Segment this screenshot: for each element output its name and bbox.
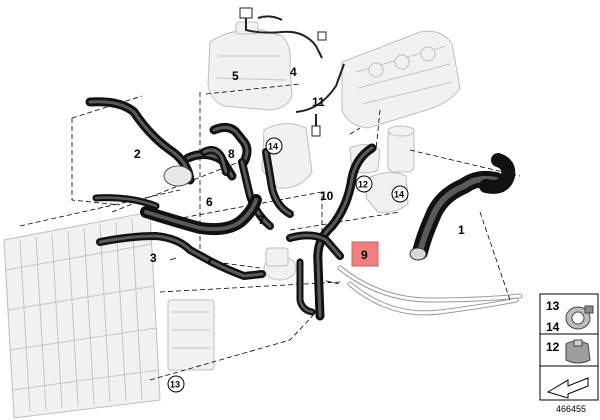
callout-5: 5 [232,69,239,83]
hose-8 [200,122,252,176]
callout-3: 3 [150,251,157,265]
callout-8: 8 [228,147,235,161]
legend-label-14: 14 [546,320,560,334]
callout-9: 9 [361,248,368,262]
svg-text:13: 13 [170,380,180,390]
hose-10 [286,143,377,321]
callout-11: 11 [312,95,325,109]
svg-text:14: 14 [268,142,278,152]
callout-7: 7 [258,213,265,227]
legend-label-13: 13 [546,299,560,313]
clamp-icon [565,305,594,330]
callout-9-highlight: 9 [351,241,379,267]
callout-4: 4 [290,65,297,79]
hose-4 [239,7,327,59]
svg-text:12: 12 [358,180,368,190]
expansion-tank [207,21,293,111]
coolant-pipe [337,265,523,316]
arrow-icon [546,377,589,399]
legend-label-12: 12 [546,340,560,354]
legend-panel: 13 14 12 [539,293,599,401]
circle-callout-13: 13 [167,375,185,393]
auxiliary-radiator [167,299,215,371]
thermostat-housing [261,123,409,213]
oil-filter-housing [387,125,415,173]
callout-6: 6 [206,195,213,209]
hose-6 [92,194,262,236]
hose-clip-icon [565,339,591,364]
electric-pump [263,247,297,281]
circle-callout-12: 12 [355,175,373,193]
hose-1 [409,153,516,261]
radiator [3,211,161,419]
circle-callout-14-b: 14 [391,185,409,203]
hose-3 [96,232,266,280]
intake-manifold [341,30,461,129]
diagram-number: 466455 [556,404,586,414]
leader-lines [19,83,521,381]
callout-2: 2 [134,147,141,161]
hose-11 [295,63,345,137]
circle-callout-14-a: 14 [265,137,283,155]
callout-1: 1 [458,223,465,237]
callout-10: 10 [320,189,334,203]
svg-text:14: 14 [394,190,404,200]
